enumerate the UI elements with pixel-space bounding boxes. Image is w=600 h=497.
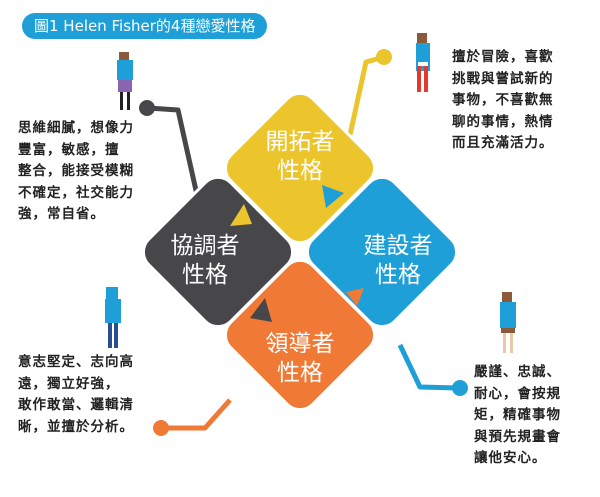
explorer-description: 擅於冒險，喜歡 挑戰與嘗試新的 事物，不喜歡無 聊的事情，熱情 而且充滿活力。 xyxy=(452,47,554,155)
label-line: 協調者 xyxy=(170,233,240,259)
explorer-connector xyxy=(347,54,385,136)
director-dot xyxy=(153,420,169,436)
arrow-icon xyxy=(346,288,364,306)
desc-line: 思維細膩，想像力 xyxy=(18,120,134,136)
label-line: 領導者 xyxy=(265,331,335,357)
desc-line: 而且充滿活力。 xyxy=(452,135,554,151)
label-line: 建設者 xyxy=(363,233,433,259)
negotiator-dot xyxy=(139,100,155,116)
arrow-icon xyxy=(322,185,344,208)
label-line: 性格 xyxy=(277,158,323,184)
man-figure-icon xyxy=(105,287,121,348)
desc-line: 意志堅定、志向高 xyxy=(18,354,134,370)
desc-line: 擅於冒險，喜歡 xyxy=(452,49,554,65)
arrow-icon xyxy=(250,298,272,322)
builder-dot xyxy=(452,380,468,396)
desc-line: 豐富，敏感，擅 xyxy=(18,141,120,158)
woman-figure-icon xyxy=(117,52,133,110)
figure-title: 圖1 Helen Fisher的4種戀愛性格 xyxy=(22,13,268,39)
negotiator-connector xyxy=(147,105,200,196)
desc-line: 讓他安心。 xyxy=(474,450,547,466)
director-label: 領導者 性格 xyxy=(240,330,360,388)
desc-line: 敢作敢當、邏輯清 xyxy=(18,397,134,413)
label-line: 性格 xyxy=(277,360,323,386)
desc-line: 耐心，會按規 xyxy=(474,385,561,402)
desc-line: 挑戰與嘗試新的 xyxy=(452,70,554,87)
desc-line: 嚴謹、忠誠、 xyxy=(474,364,561,380)
desc-line: 晰，並擅於分析。 xyxy=(18,418,134,435)
desc-line: 事物，不喜歡無 xyxy=(452,92,554,108)
desc-line: 整合，能接受模糊 xyxy=(18,163,134,179)
director-connector xyxy=(162,398,232,431)
arrow-icon xyxy=(230,204,252,226)
woman-figure-icon xyxy=(416,33,430,92)
negotiator-label: 協調者 性格 xyxy=(145,232,265,290)
builder-connector xyxy=(397,343,459,391)
director-diamond xyxy=(223,258,377,412)
explorer-label: 開拓者 性格 xyxy=(240,128,360,186)
builder-description: 嚴謹、忠誠、 耐心，會按規 矩，精確事物 與預先規畫會 讓他安心。 xyxy=(474,362,561,470)
director-description: 意志堅定、志向高 遠，獨立好強， 敢作敢當、邏輯清 晰，並擅於分析。 xyxy=(18,352,134,438)
desc-line: 與預先規畫會 xyxy=(474,428,561,445)
builder-label: 建設者 性格 xyxy=(338,232,458,290)
negotiator-description: 思維細膩，想像力 豐富，敏感，擅 整合，能接受模糊 不確定，社交能力 強，常自省… xyxy=(18,118,134,226)
label-line: 開拓者 xyxy=(265,129,335,155)
desc-line: 矩，精確事物 xyxy=(474,407,561,423)
label-line: 性格 xyxy=(375,262,421,288)
desc-line: 不確定，社交能力 xyxy=(18,184,134,201)
woman-figure-icon xyxy=(500,292,516,353)
desc-line: 聊的事情，熱情 xyxy=(452,113,554,130)
explorer-dot xyxy=(376,49,392,65)
desc-line: 強，常自省。 xyxy=(18,206,105,222)
desc-line: 遠，獨立好強， xyxy=(18,375,120,392)
label-line: 性格 xyxy=(182,262,228,288)
